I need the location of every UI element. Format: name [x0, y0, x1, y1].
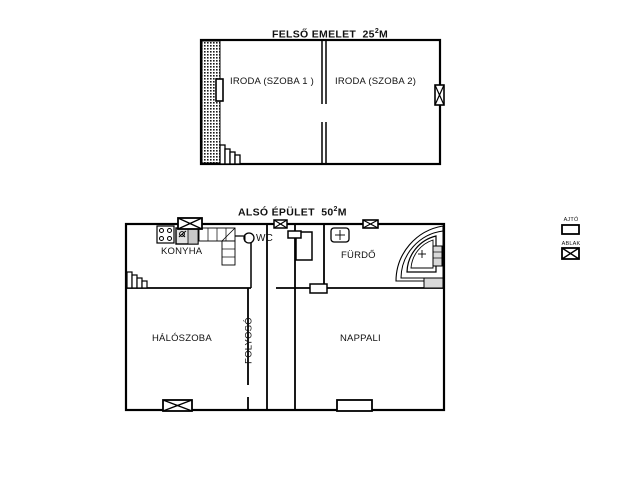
- door-living-room-interior: [309, 283, 328, 294]
- lower-floor-title: ALSÓ ÉPÜLET 502M: [238, 206, 347, 219]
- window-bathroom-top: [362, 219, 379, 229]
- lower-floor-plan: [124, 217, 446, 412]
- window-bedroom-bottom: [162, 399, 193, 412]
- window-kitchen-top: [177, 217, 203, 230]
- legend-label-door: AJTÓ: [563, 217, 579, 223]
- legend-symbols: [561, 224, 580, 260]
- wc-closet: [295, 231, 313, 261]
- room-label-wc: WC: [256, 233, 274, 244]
- lower-floor-area-value: 50: [321, 206, 334, 219]
- room-label-office-1: IRODA (SZOBA 1 ): [230, 76, 314, 87]
- kitchen-sink-icon: [175, 227, 199, 245]
- room-label-bathroom: FÜRDŐ: [341, 250, 376, 261]
- room-label-office-2: IRODA (SZOBA 2): [335, 76, 417, 87]
- room-label-bedroom: HÁLÓSZOBA: [152, 333, 212, 344]
- room-label-hallway: FOLYOSÓ: [243, 317, 255, 364]
- hatched-left-wall: [201, 40, 221, 164]
- upper-floor-area-sup: 2: [374, 28, 380, 35]
- upper-floor-title: FELSŐ EMELET 252M: [272, 28, 388, 41]
- stove-icon: [156, 225, 175, 244]
- upper-floor-outer-wall: [199, 38, 442, 166]
- room-label-living-room: NAPPALI: [340, 333, 381, 344]
- door-office-1: [215, 78, 224, 102]
- toilet-icon: [243, 232, 255, 244]
- upper-floor-plan: [199, 38, 445, 166]
- window-right-upper: [434, 84, 445, 106]
- window-wc-top: [273, 219, 288, 229]
- legend-label-window: ABLAK: [561, 241, 581, 247]
- washbasin-icon: [330, 227, 350, 243]
- stairs-lower: [126, 271, 148, 289]
- lower-floor-area-sup: 2: [333, 206, 338, 213]
- legend-door-symbol: [561, 224, 580, 235]
- door-entrance-living-room: [336, 399, 373, 412]
- upper-floor-title-text: FELSŐ EMELET: [272, 28, 357, 41]
- door-wc: [287, 230, 302, 239]
- corner-bathtub-icon: [395, 225, 444, 289]
- upper-floor-area-unit: M: [379, 28, 389, 41]
- legend-window-symbol: [561, 247, 580, 260]
- lower-floor-title-text: ALSÓ ÉPÜLET: [238, 206, 315, 219]
- counter-icon: [198, 227, 236, 266]
- lower-floor-area-unit: M: [337, 206, 347, 219]
- upper-floor-area-value: 25: [362, 28, 375, 41]
- lower-floor-outer-wall: [124, 222, 446, 412]
- room-label-kitchen: KONYHA: [161, 246, 203, 257]
- stairs-upper: [219, 144, 241, 165]
